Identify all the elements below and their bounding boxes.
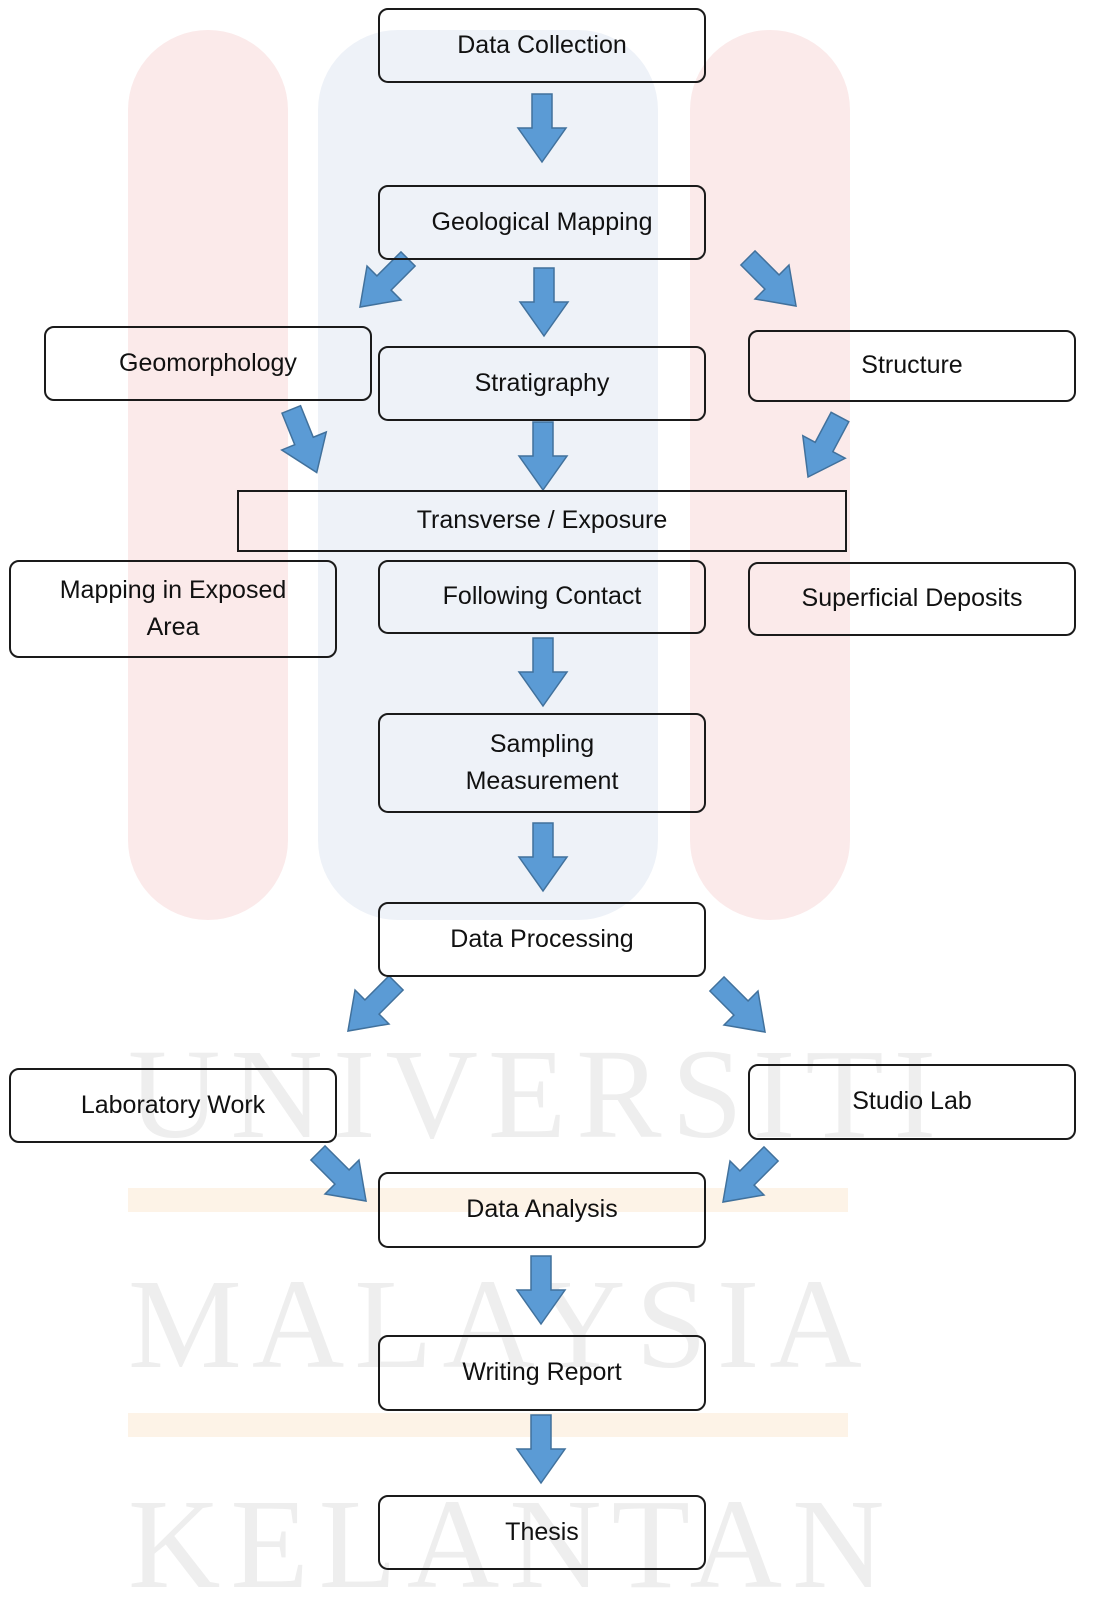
watermark-text-line-2: MALAYSIA — [128, 1253, 872, 1395]
geomorphology-label: Geomorphology — [119, 348, 297, 377]
data-analysis-box: Data Analysis — [378, 1172, 706, 1248]
data-collection-box: Data Collection — [378, 8, 706, 83]
studio-lab-box: Studio Lab — [748, 1064, 1076, 1140]
sampling-measurement-label: Sampling Measurement — [465, 729, 619, 796]
watermark-text-line-1: UNIVERSITI — [128, 1023, 947, 1165]
data-processing-box: Data Processing — [378, 902, 706, 977]
mapping-exposed-area-box: Mapping in Exposed Area — [9, 560, 337, 658]
stratigraphy-label: Stratigraphy — [474, 368, 610, 397]
arrow-geomorphology-to-transverse — [280, 404, 328, 474]
arrow-processing-to-laboratory — [347, 974, 405, 1032]
mapping-exposed-area-label: Mapping in Exposed Area — [59, 575, 287, 642]
structure-label: Structure — [861, 351, 963, 380]
arrow-sampling-to-processing — [517, 822, 569, 893]
laboratory-work-label: Laboratory Work — [80, 1090, 266, 1119]
watermark-divider-2 — [128, 1413, 848, 1437]
following-contact-label: Following Contact — [442, 582, 642, 611]
writing-report-label: Writing Report — [462, 1358, 622, 1387]
geological-mapping-box: Geological Mapping — [378, 185, 706, 260]
thesis-label: Thesis — [505, 1517, 579, 1546]
arrow-structure-to-transverse — [801, 411, 850, 479]
studio-lab-label: Studio Lab — [852, 1087, 972, 1116]
watermark-shape-right — [690, 30, 850, 920]
writing-report-box: Writing Report — [378, 1335, 706, 1411]
superficial-deposits-label: Superficial Deposits — [801, 584, 1023, 613]
following-contact-box: Following Contact — [378, 560, 706, 634]
arrow-report-to-thesis — [515, 1414, 567, 1485]
data-collection-label: Data Collection — [457, 30, 627, 59]
arrow-processing-to-studio — [708, 975, 766, 1033]
superficial-deposits-box: Superficial Deposits — [748, 562, 1076, 636]
arrow-contact-to-sampling — [517, 637, 569, 708]
watermark-text-line-3: KELANTAN — [128, 1473, 895, 1615]
laboratory-work-box: Laboratory Work — [9, 1068, 337, 1143]
stratigraphy-box: Stratigraphy — [378, 346, 706, 421]
watermark-shape-center — [318, 30, 658, 920]
arrow-mapping-to-geomorphology — [359, 250, 417, 308]
arrow-analysis-to-report — [515, 1255, 567, 1326]
geological-mapping-label: Geological Mapping — [431, 207, 653, 236]
thesis-box: Thesis — [378, 1495, 706, 1570]
data-analysis-label: Data Analysis — [466, 1195, 618, 1224]
structure-box: Structure — [748, 330, 1076, 402]
arrow-mapping-to-stratigraphy — [518, 267, 570, 338]
arrow-laboratory-to-analysis — [309, 1144, 367, 1202]
watermark-shape-left — [128, 30, 288, 920]
data-processing-label: Data Processing — [450, 924, 634, 953]
transverse-exposure-box: Transverse / Exposure — [237, 490, 847, 552]
arrow-studio-to-analysis — [722, 1145, 780, 1203]
arrow-stratigraphy-to-transverse — [517, 421, 569, 492]
arrow-mapping-to-structure — [739, 249, 797, 307]
geomorphology-box: Geomorphology — [44, 326, 372, 401]
arrow-collection-to-mapping — [516, 93, 568, 164]
transverse-exposure-label: Transverse / Exposure — [416, 506, 668, 535]
sampling-measurement-box: Sampling Measurement — [378, 713, 706, 813]
